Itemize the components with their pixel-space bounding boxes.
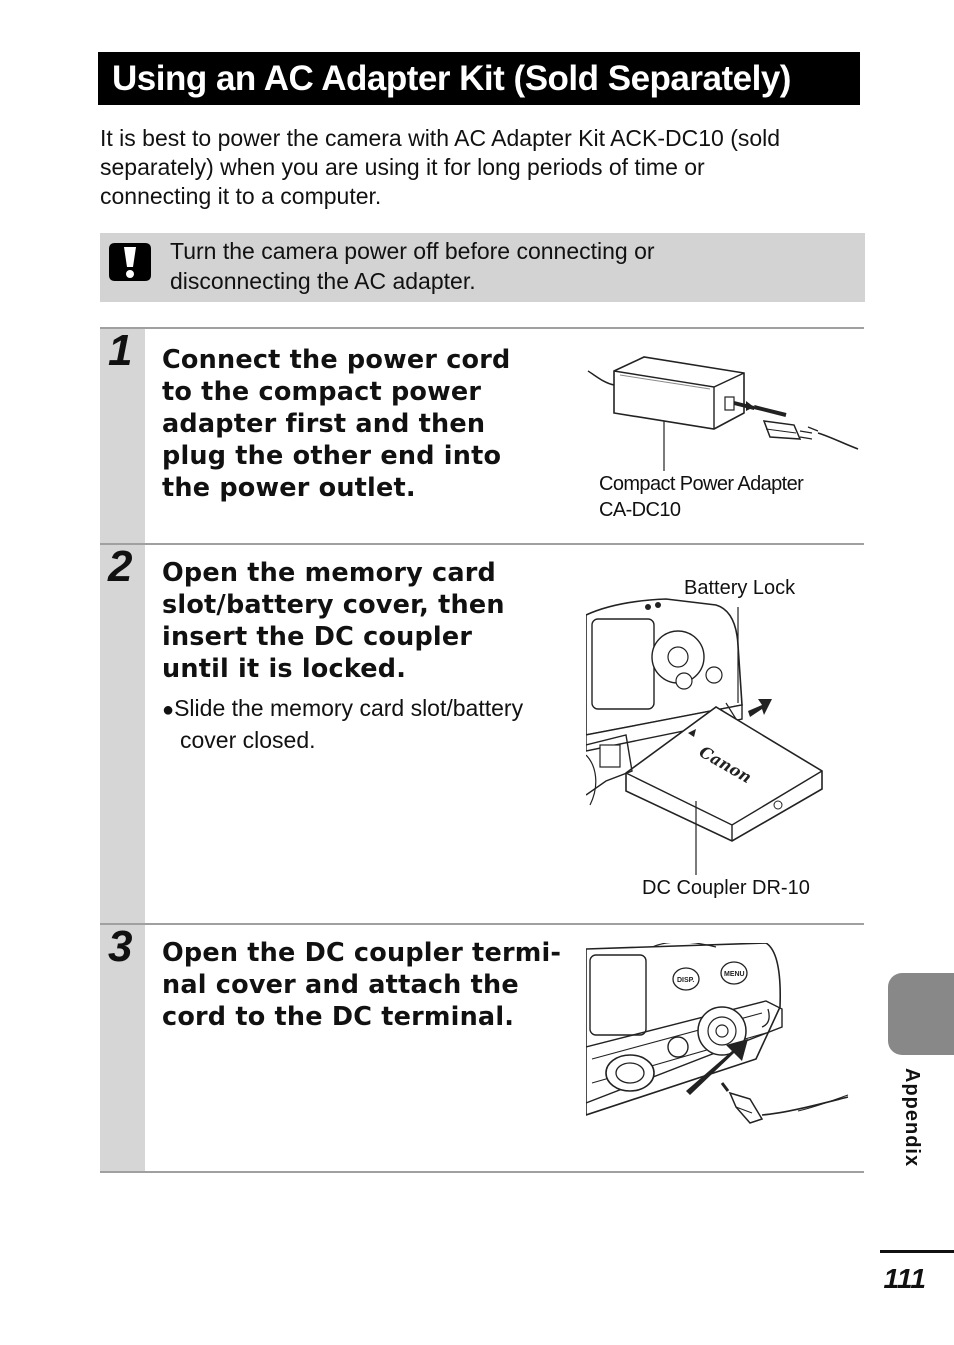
heading-line: Open the memory card <box>162 558 496 588</box>
step-bullet: ●Slide the memory card slot/battery cove… <box>162 693 572 755</box>
figure-label: Battery Lock <box>684 577 796 599</box>
heading-line: Open the DC coupler termi- <box>162 938 562 968</box>
heading-line: to the compact power <box>162 377 482 407</box>
figure-label: DC Coupler DR-10 <box>642 877 810 899</box>
caution-box: Turn the camera power off before connect… <box>100 233 865 302</box>
heading-line: nal cover and attach the <box>162 970 519 1000</box>
step-number: 3 <box>108 922 133 971</box>
step-heading: Open the memory card slot/battery cover,… <box>162 557 505 685</box>
step-number: 2 <box>108 542 133 591</box>
page-number: 111 <box>883 1263 926 1294</box>
bullet-line: ●Slide the memory card slot/battery <box>162 693 572 725</box>
appendix-tab-label: Appendix <box>901 1068 923 1168</box>
dc-coupler-illustration: Canon <box>586 598 823 875</box>
bullet-line: cover closed. <box>180 727 316 753</box>
intro-paragraph: It is best to power the camera with AC A… <box>100 124 860 211</box>
intro-line: connecting it to a computer. <box>100 183 382 209</box>
step-gutter <box>100 545 145 925</box>
step-gutter <box>100 925 145 1171</box>
page-title: Using an AC Adapter Kit (Sold Separately… <box>98 52 860 105</box>
heading-line: Connect the power cord <box>162 345 511 375</box>
step-number: 1 <box>108 326 133 375</box>
figure-label: CA-DC10 <box>599 499 681 521</box>
step-3: 3 Open the DC coupler termi- nal cover a… <box>100 923 864 1173</box>
heading-line: until it is locked. <box>162 654 407 684</box>
caution-line: Turn the camera power off before connect… <box>170 238 655 264</box>
caution-line: disconnecting the AC adapter. <box>170 268 476 294</box>
heading-line: plug the other end into <box>162 441 502 471</box>
heading-line: slot/battery cover, then <box>162 590 505 620</box>
figure-label: Compact Power Adapter <box>599 473 804 495</box>
heading-line: cord to the DC terminal. <box>162 1002 515 1032</box>
bullet-dot-icon: ● <box>162 699 175 721</box>
menu-button-label: MENU <box>724 971 745 978</box>
step-1: 1 Connect the power cord to the compact … <box>100 327 864 545</box>
step-heading: Connect the power cord to the compact po… <box>162 344 510 504</box>
appendix-tab <box>888 973 954 1055</box>
heading-line: the power outlet. <box>162 473 416 503</box>
step-2: 2 Open the memory card slot/battery cove… <box>100 543 864 925</box>
heading-line: insert the DC coupler <box>162 622 473 652</box>
heading-line: adapter first and then <box>162 409 486 439</box>
step-gutter <box>100 329 145 545</box>
page-number-rule <box>880 1250 954 1253</box>
intro-line: It is best to power the camera with AC A… <box>100 125 781 151</box>
bullet-text: Slide the memory card slot/battery <box>174 695 524 721</box>
disp-button-label: DISP. <box>677 977 694 984</box>
caution-text: Turn the camera power off before connect… <box>170 236 850 296</box>
step-heading: Open the DC coupler termi- nal cover and… <box>162 937 561 1033</box>
intro-line: separately) when you are using it for lo… <box>100 154 705 180</box>
caution-exclamation-icon <box>109 243 151 281</box>
power-adapter-illustration <box>587 356 859 471</box>
dc-terminal-illustration: DISP. MENU <box>586 943 849 1124</box>
